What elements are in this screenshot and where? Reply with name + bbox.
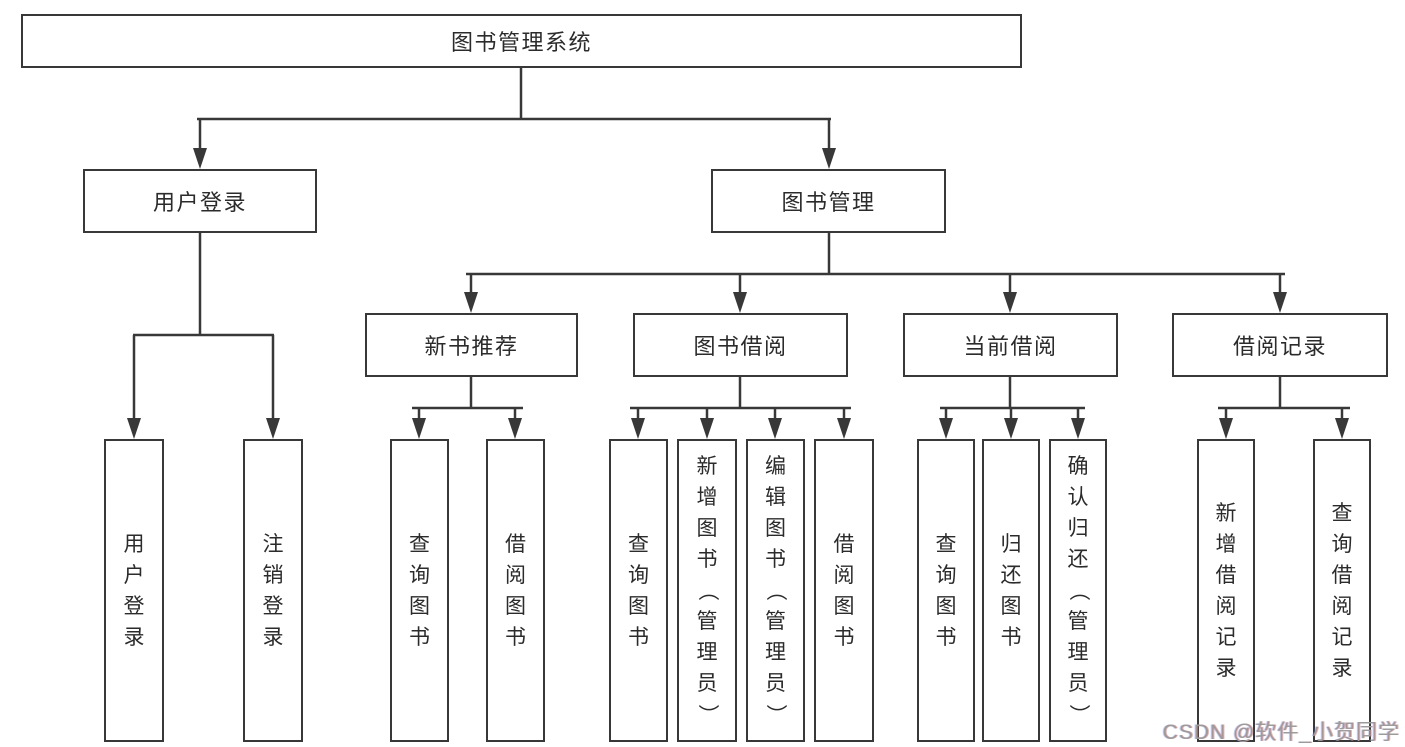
node-user-login: 用户登录 [83, 169, 317, 233]
leaf-bb-query-books: 查询图书 [609, 439, 668, 742]
leaf-cb-query-books: 查询图书 [917, 439, 975, 742]
leaf-rec-query-books: 查询图书 [390, 439, 449, 742]
node-book-management: 图书管理 [711, 169, 946, 233]
leaf-bb-add-books-admin: 新增图书（管理员） [677, 439, 737, 742]
leaf-bb-borrow-books: 借阅图书 [814, 439, 874, 742]
leaf-bb-edit-books-admin: 编辑图书（管理员） [746, 439, 805, 742]
leaf-rec-borrow-books: 借阅图书 [486, 439, 545, 742]
connector-user-login-to-leaves [127, 233, 280, 439]
node-borrowing-records: 借阅记录 [1172, 313, 1388, 377]
node-current-borrowing: 当前借阅 [903, 313, 1118, 377]
node-book-borrowing: 图书借阅 [633, 313, 848, 377]
leaf-cb-return-books: 归还图书 [982, 439, 1040, 742]
leaf-user-login: 用户登录 [104, 439, 164, 742]
connector-book-management-to-level3 [464, 233, 1287, 313]
node-library-management-system: 图书管理系统 [21, 14, 1022, 68]
leaf-logout: 注销登录 [243, 439, 303, 742]
connector-new-book-recommend-to-leaves [412, 377, 523, 439]
connector-root-to-level2 [193, 68, 836, 169]
connector-borrow-records-to-leaves [1218, 377, 1350, 439]
connector-current-borrow-to-leaves [939, 377, 1085, 439]
leaf-cb-confirm-return-admin: 确认归还（管理员） [1049, 439, 1107, 742]
node-new-book-recommendation: 新书推荐 [365, 313, 578, 377]
leaf-br-query-record: 查询借阅记录 [1313, 439, 1371, 742]
connector-book-borrow-to-leaves [630, 377, 851, 439]
csdn-watermark: CSDN @软件_小贺同学 [1162, 721, 1400, 744]
leaf-br-add-record: 新增借阅记录 [1197, 439, 1255, 742]
